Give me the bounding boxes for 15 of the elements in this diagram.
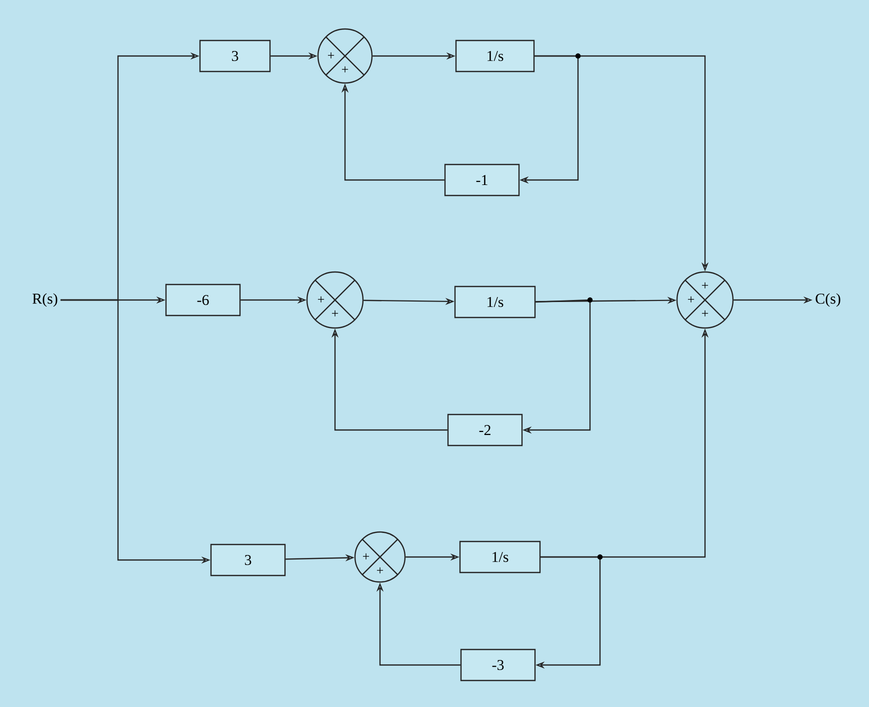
- gain-block: -1: [444, 164, 520, 196]
- gain-block: -6: [165, 284, 241, 316]
- summing-junction: + +: [306, 271, 364, 329]
- gain-block: 3: [210, 544, 286, 576]
- gain-block: -3: [460, 648, 536, 682]
- signal-label: R(s): [32, 293, 58, 307]
- summing-junction: + + +: [676, 271, 734, 329]
- gain-block: 1/s: [459, 540, 541, 574]
- signal-label: C(s): [816, 293, 840, 307]
- gain-block: 1/s: [455, 40, 535, 72]
- summing-junction: + +: [354, 531, 406, 583]
- gain-block: 1/s: [454, 286, 536, 318]
- gain-block: -2: [447, 414, 523, 446]
- gain-block: 3: [199, 40, 271, 72]
- summing-junction: + +: [317, 28, 373, 84]
